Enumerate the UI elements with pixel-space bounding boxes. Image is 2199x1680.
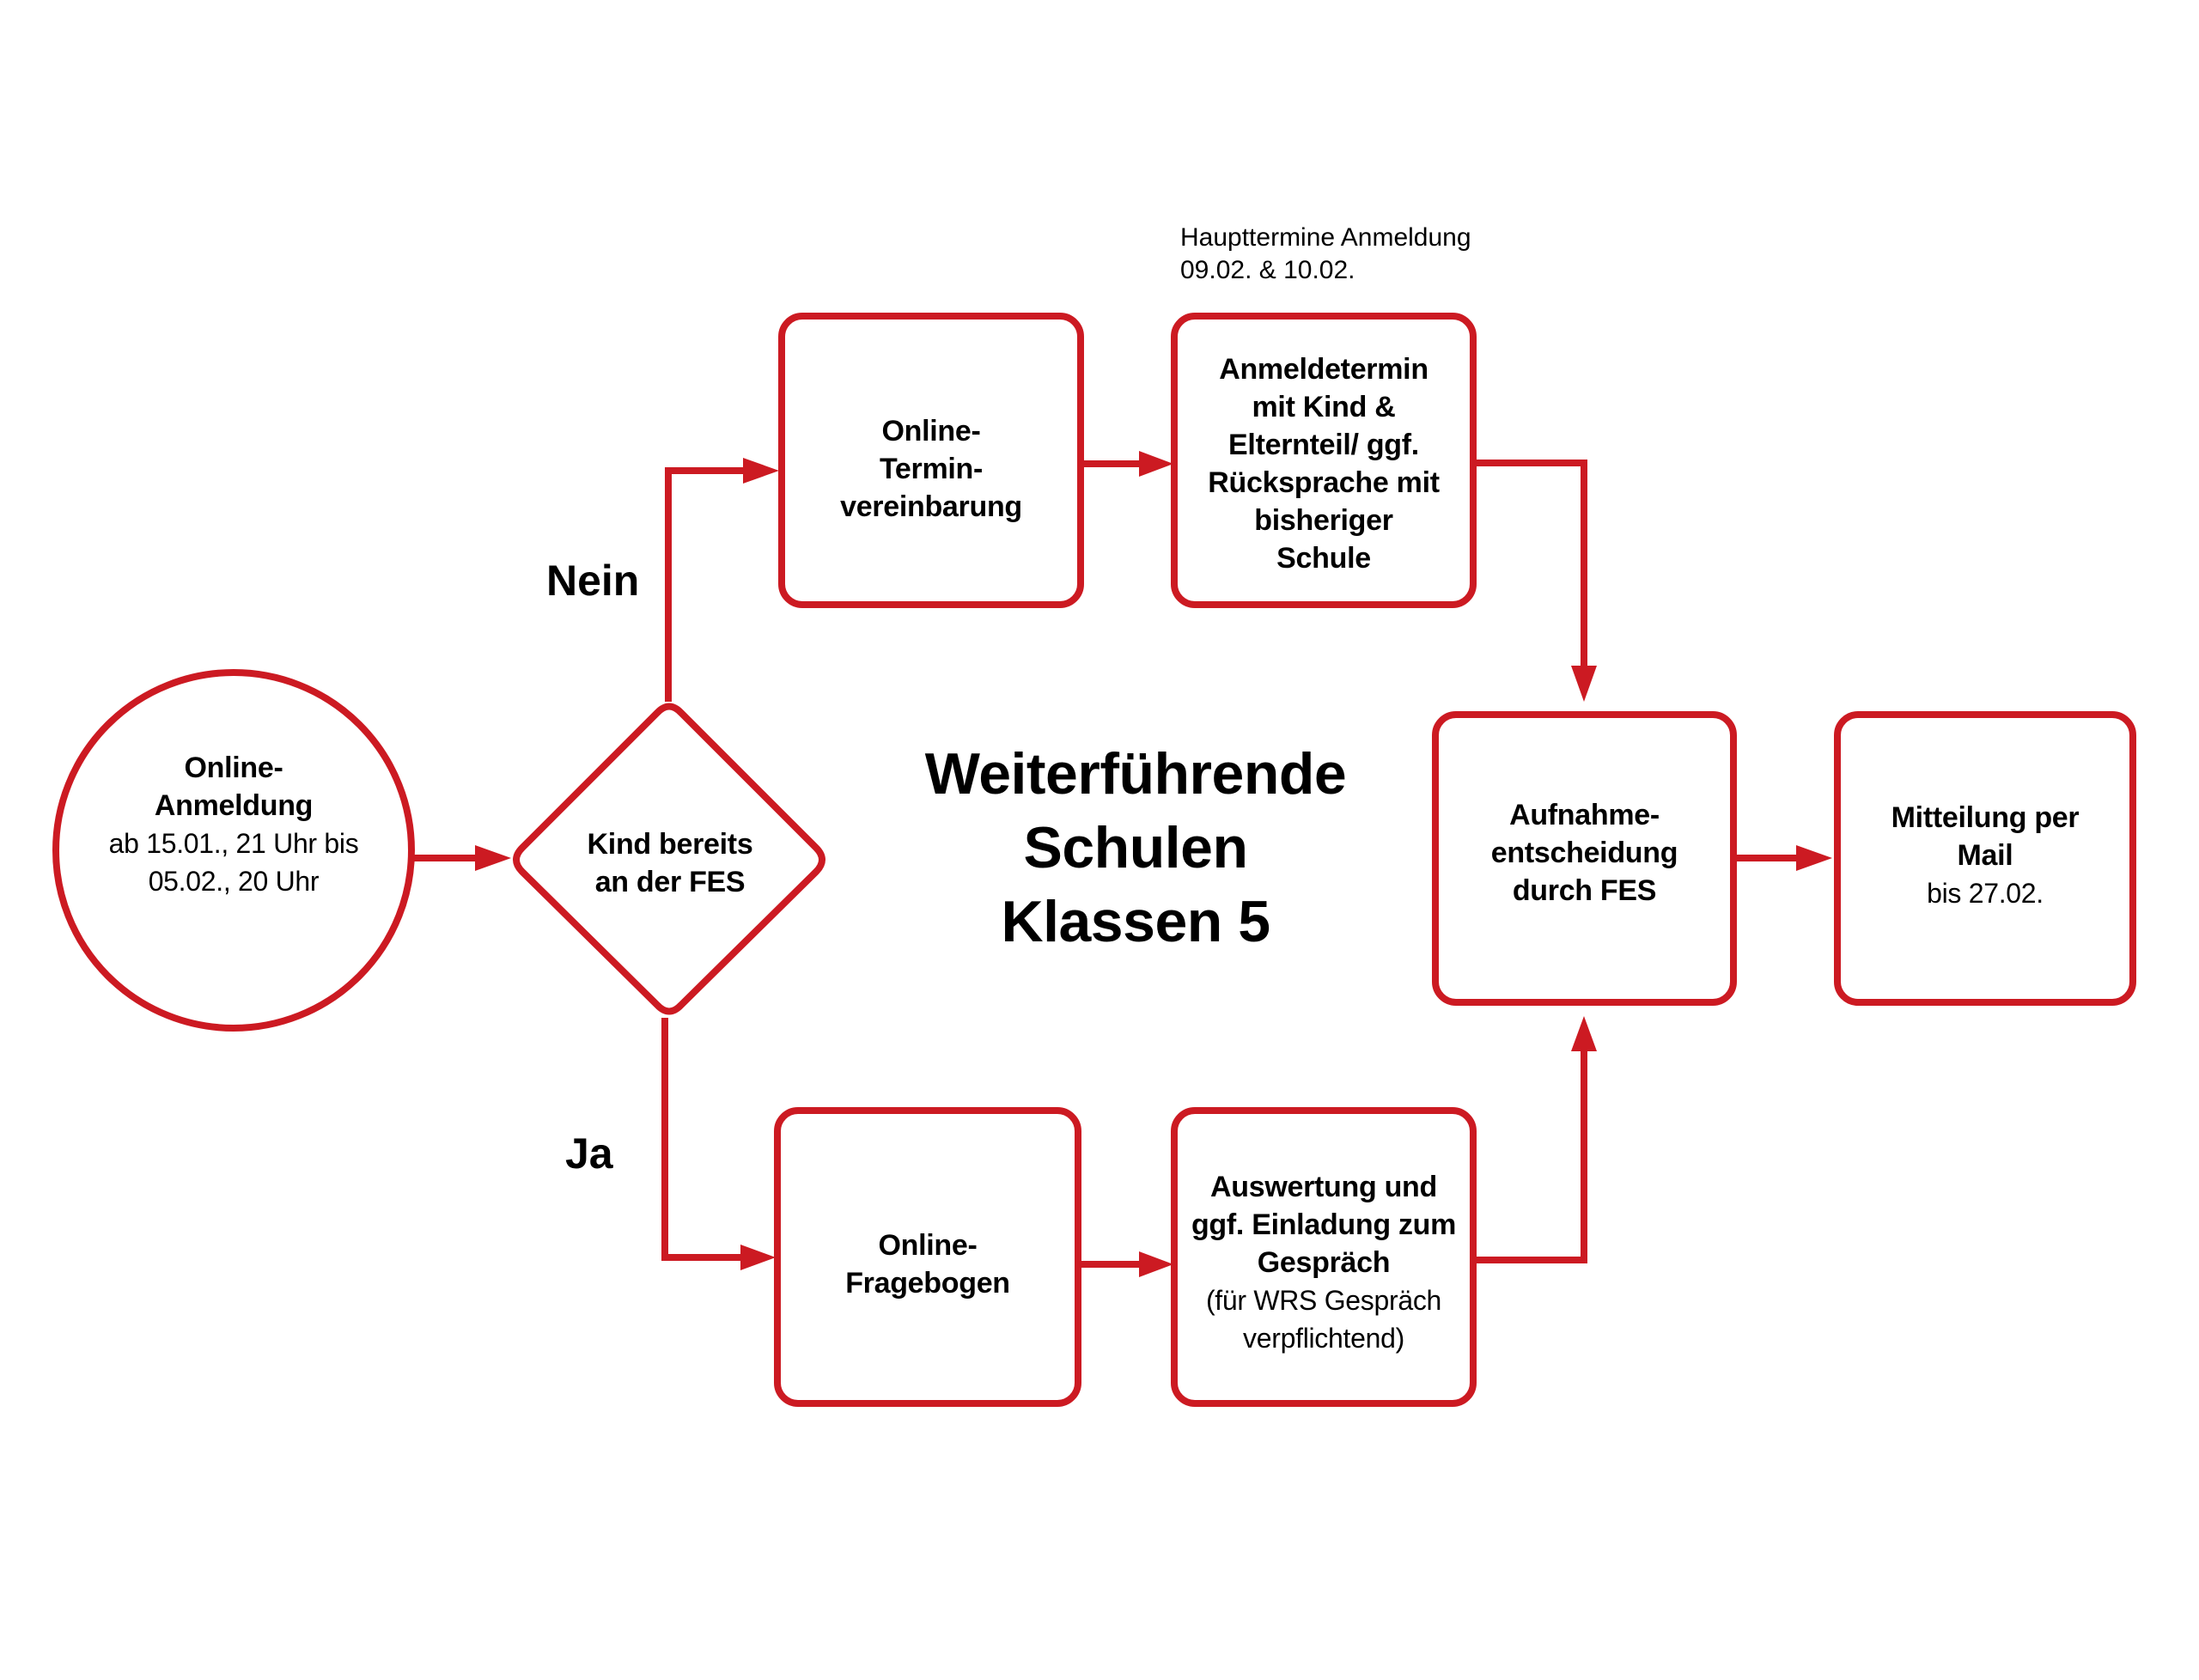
- note-line-1: Haupttermine Anmeldung: [1180, 223, 1471, 252]
- start-line-2: Anmeldung: [154, 789, 314, 822]
- arrowhead-fragebogen-to-auswertung: [1139, 1251, 1173, 1277]
- aufnahme-line-3: durch FES: [1512, 874, 1657, 907]
- arrowhead-decision-to-fragebogen: [740, 1245, 776, 1270]
- haupttermine-note: Haupttermine Anmeldung 09.02. & 10.02.: [1180, 222, 1471, 287]
- edge-anmeldetermin-to-aufnahme: [1477, 460, 1587, 670]
- anmeldetermin-line-5: bisheriger: [1254, 504, 1393, 537]
- node-start-label: Online- Anmeldung ab 15.01., 21 Uhr bis …: [70, 747, 397, 902]
- node-termin-label: Online- Termin- vereinbarung: [785, 412, 1077, 526]
- aufnahme-line-2: entscheidung: [1490, 837, 1678, 869]
- node-aufnahme-label: Aufnahme- entscheidung durch FES: [1439, 796, 1730, 910]
- anmeldetermin-line-1: Anmeldetermin: [1219, 353, 1428, 386]
- anmeldetermin-line-3: Elternteil/ ggf.: [1228, 429, 1419, 461]
- arrowhead-termin-to-anmeldetermin: [1139, 451, 1173, 477]
- node-auswertung-box: [1171, 1107, 1477, 1407]
- aufnahme-line-1: Aufnahme-: [1509, 799, 1660, 831]
- node-mitteilung-box: [1834, 711, 2136, 1006]
- node-anmeldetermin-box: [1171, 313, 1477, 608]
- termin-line-3: vereinbarung: [840, 490, 1022, 523]
- start-line-1: Online-: [184, 752, 283, 784]
- node-mitteilung-label: Mitteilung per Mail bis 27.02.: [1841, 799, 2129, 912]
- decision-line-1: Kind bereits: [587, 828, 753, 861]
- branch-label-nein: Nein: [546, 557, 640, 605]
- start-line-3: ab 15.01., 21 Uhr bis: [108, 828, 359, 859]
- diagram-title: Weiterführende Schulen Klassen 5: [878, 737, 1393, 959]
- auswertung-line-1: Auswertung und: [1210, 1171, 1437, 1203]
- node-decision-diamond: [513, 703, 825, 1015]
- node-fragebogen-label: Online- Fragebogen: [781, 1227, 1075, 1302]
- mitteilung-line-3: bis 27.02.: [1927, 878, 2044, 909]
- auswertung-line-2: ggf. Einladung zum: [1191, 1208, 1457, 1241]
- node-fragebogen-box: [774, 1107, 1081, 1407]
- node-termin-box: [778, 313, 1084, 608]
- arrowhead-anmeldetermin-to-aufnahme: [1571, 666, 1597, 702]
- auswertung-line-5: verpflichtend): [1243, 1323, 1404, 1354]
- auswertung-line-3: Gespräch: [1257, 1246, 1391, 1279]
- anmeldetermin-line-6: Schule: [1276, 542, 1371, 575]
- anmeldetermin-line-4: Rücksprache mit: [1208, 466, 1440, 499]
- node-aufnahme-box: [1432, 711, 1737, 1006]
- arrowhead-auswertung-to-aufnahme: [1571, 1016, 1597, 1051]
- edge-decision-to-termin: [665, 467, 747, 702]
- fragebogen-line-2: Fragebogen: [845, 1267, 1010, 1300]
- start-line-4: 05.02., 20 Uhr: [148, 866, 320, 897]
- edge-auswertung-to-aufnahme: [1477, 1048, 1587, 1263]
- node-start-circle: [52, 669, 415, 1032]
- termin-line-1: Online-: [881, 415, 981, 447]
- mitteilung-line-2: Mail: [1957, 839, 2013, 872]
- fragebogen-line-1: Online-: [878, 1229, 978, 1262]
- auswertung-line-4: (für WRS Gespräch: [1205, 1285, 1442, 1316]
- anmeldetermin-line-2: mit Kind &: [1252, 391, 1396, 423]
- node-anmeldetermin-label: Anmeldetermin mit Kind & Elternteil/ ggf…: [1174, 350, 1473, 577]
- branch-label-ja: Ja: [565, 1129, 613, 1178]
- edge-decision-to-fragebogen: [661, 1018, 744, 1261]
- title-line-3: Klassen 5: [1001, 889, 1270, 954]
- arrowhead-decision-to-termin: [743, 458, 779, 484]
- mitteilung-line-1: Mitteilung per: [1891, 801, 2080, 834]
- arrowhead-aufnahme-to-mitteilung: [1796, 845, 1832, 871]
- termin-line-2: Termin-: [879, 453, 984, 485]
- node-auswertung-label: Auswertung und ggf. Einladung zum Gesprä…: [1174, 1168, 1473, 1357]
- decision-line-2: an der FES: [594, 866, 746, 898]
- note-line-2: 09.02. & 10.02.: [1180, 256, 1355, 284]
- title-line-1: Weiterführende: [924, 741, 1347, 807]
- title-line-2: Schulen: [1023, 815, 1249, 880]
- arrowhead-start-to-decision: [475, 845, 511, 871]
- node-decision-label: Kind bereits an der FES: [541, 825, 799, 902]
